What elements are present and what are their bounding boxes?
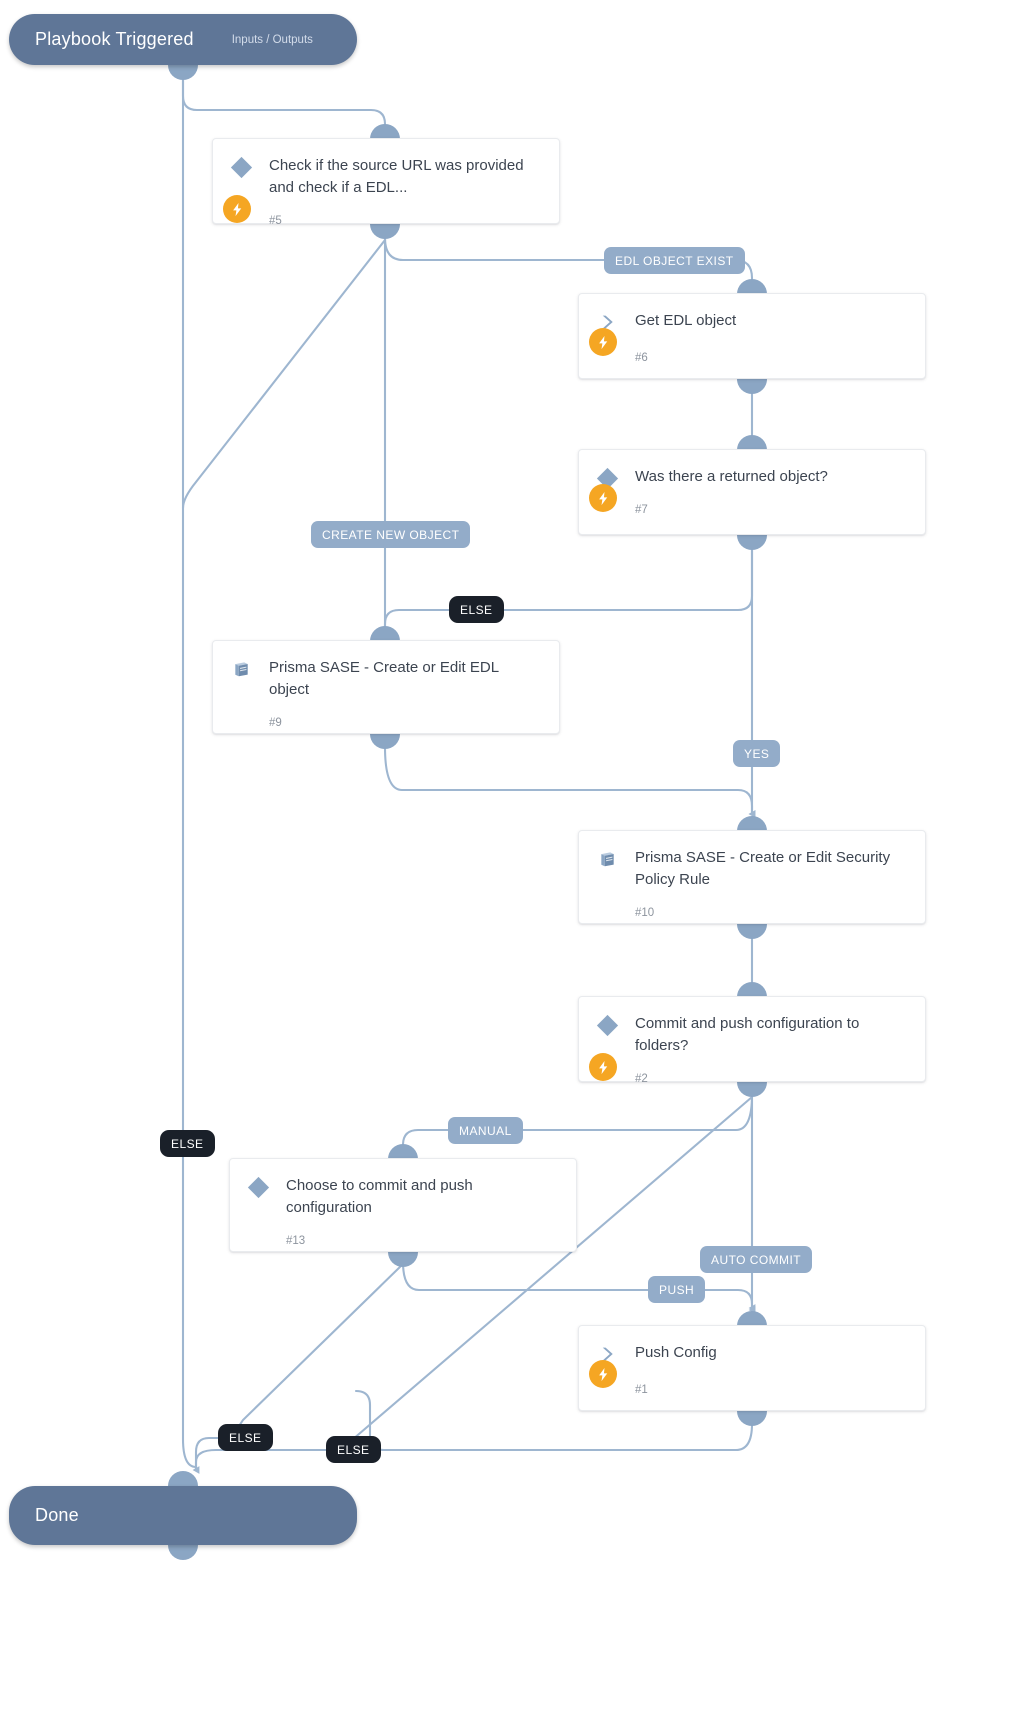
node-1-output-port[interactable] — [737, 1411, 767, 1426]
edge-start-to-n5 — [181, 76, 389, 135]
conditional-diamond-icon — [596, 1014, 627, 1037]
edge-label-text: ELSE — [337, 1442, 370, 1457]
edge-label-text: CREATE NEW OBJECT — [322, 527, 460, 542]
node-2-title: Commit and push configuration to folders… — [635, 1015, 860, 1054]
node-5-number: #5 — [269, 215, 282, 227]
node-13-number: #13 — [286, 1235, 306, 1247]
edge-label-push[interactable]: PUSH — [648, 1276, 706, 1303]
edge-label-text: ELSE — [171, 1136, 204, 1151]
node-7-title: Was there a returned object? — [635, 468, 828, 485]
edge-label-else-node-7[interactable]: ELSE — [449, 596, 504, 623]
node-9-title: Prisma SASE - Create or Edit EDL object — [269, 659, 499, 698]
node-5-title: Check if the source URL was provided and… — [269, 157, 524, 196]
node-10-title: Prisma SASE - Create or Edit Security Po… — [635, 849, 891, 888]
node-2-number: #2 — [635, 1073, 648, 1085]
start-node[interactable]: Playbook Triggered Inputs / Outputs — [9, 14, 357, 65]
end-node-output-port[interactable] — [168, 1545, 198, 1560]
edge-label-else-node-2[interactable]: ELSE — [326, 1436, 381, 1463]
node-13-input-port[interactable] — [388, 1144, 418, 1159]
node-9-output-port[interactable] — [370, 734, 400, 749]
node-9-card[interactable]: Prisma SASE - Create or Edit EDL object … — [212, 640, 560, 734]
automation-bolt-icon — [589, 1360, 617, 1388]
end-node-input-port[interactable] — [168, 1471, 198, 1486]
command-chevron-icon — [597, 311, 627, 336]
node-9-number: #9 — [269, 717, 282, 729]
node-6-card[interactable]: Get EDL object #6 — [578, 293, 926, 379]
automation-bolt-icon — [223, 195, 251, 223]
node-1-title: Push Config — [635, 1344, 717, 1361]
edge-n5-else-diagonal — [181, 238, 387, 510]
automation-bolt-icon — [589, 484, 617, 512]
node-13-title: Choose to commit and push configuration — [286, 1177, 473, 1216]
sub-playbook-book-icon — [231, 658, 261, 684]
edge-label-text: ELSE — [229, 1430, 262, 1445]
edge-n9-to-n10 — [383, 745, 756, 818]
node-2-input-port[interactable] — [737, 982, 767, 997]
edge-label-text: MANUAL — [459, 1123, 512, 1138]
node-1-input-port[interactable] — [737, 1311, 767, 1326]
edge-start-spine — [181, 70, 200, 1474]
node-7-number: #7 — [635, 504, 648, 516]
start-node-output-port[interactable] — [168, 65, 198, 80]
edge-label-text: AUTO COMMIT — [711, 1252, 802, 1267]
node-7-input-port[interactable] — [737, 435, 767, 450]
edge-label-text: PUSH — [659, 1282, 695, 1297]
edge-label-yes[interactable]: YES — [733, 740, 781, 767]
node-6-number: #6 — [635, 352, 648, 364]
node-2-card[interactable]: Commit and push configuration to folders… — [578, 996, 926, 1085]
automation-bolt-icon — [589, 328, 617, 356]
start-node-subtitle: Inputs / Outputs — [231, 33, 313, 46]
conditional-diamond-icon — [247, 1176, 278, 1199]
edge-n7-else-to-n9 — [381, 546, 754, 636]
node-10-number: #10 — [635, 907, 655, 919]
sub-playbook-book-icon — [597, 848, 627, 874]
edge-label-text: ELSE — [460, 602, 493, 617]
edge-label-text: EDL OBJECT EXIST — [615, 253, 734, 268]
start-node-title: Playbook Triggered — [35, 29, 194, 49]
node-6-input-port[interactable] — [737, 279, 767, 294]
edge-label-edl-object-exist[interactable]: EDL OBJECT EXIST — [604, 247, 745, 274]
end-node[interactable]: Done — [9, 1486, 357, 1545]
node-6-title: Get EDL object — [635, 312, 737, 329]
end-node-title: Done — [35, 1505, 79, 1525]
edge-label-manual[interactable]: MANUAL — [448, 1117, 523, 1144]
edge-label-auto-commit[interactable]: AUTO COMMIT — [700, 1246, 813, 1273]
node-7-card[interactable]: Was there a returned object? #7 — [578, 449, 926, 535]
node-10-card[interactable]: Prisma SASE - Create or Edit Security Po… — [578, 830, 926, 924]
edge-label-else-node-13[interactable]: ELSE — [218, 1424, 273, 1451]
node-6-output-port[interactable] — [737, 379, 767, 394]
edge-label-else-node-5[interactable]: ELSE — [160, 1130, 215, 1157]
node-9-input-port[interactable] — [370, 626, 400, 641]
node-5-output-port[interactable] — [370, 224, 400, 239]
node-7-output-port[interactable] — [737, 535, 767, 550]
node-5-input-port[interactable] — [370, 124, 400, 139]
node-2-output-port[interactable] — [737, 1082, 767, 1097]
node-13-card[interactable]: Choose to commit and push configuration … — [229, 1158, 577, 1252]
node-10-input-port[interactable] — [737, 816, 767, 831]
node-5-card[interactable]: Check if the source URL was provided and… — [212, 138, 560, 227]
conditional-diamond-icon — [230, 156, 261, 179]
node-1-card[interactable]: Push Config #1 — [578, 1325, 926, 1411]
edge-label-create-new-object[interactable]: CREATE NEW OBJECT — [311, 521, 471, 548]
edge-label-text: YES — [744, 746, 770, 761]
automation-bolt-icon — [589, 1053, 617, 1081]
